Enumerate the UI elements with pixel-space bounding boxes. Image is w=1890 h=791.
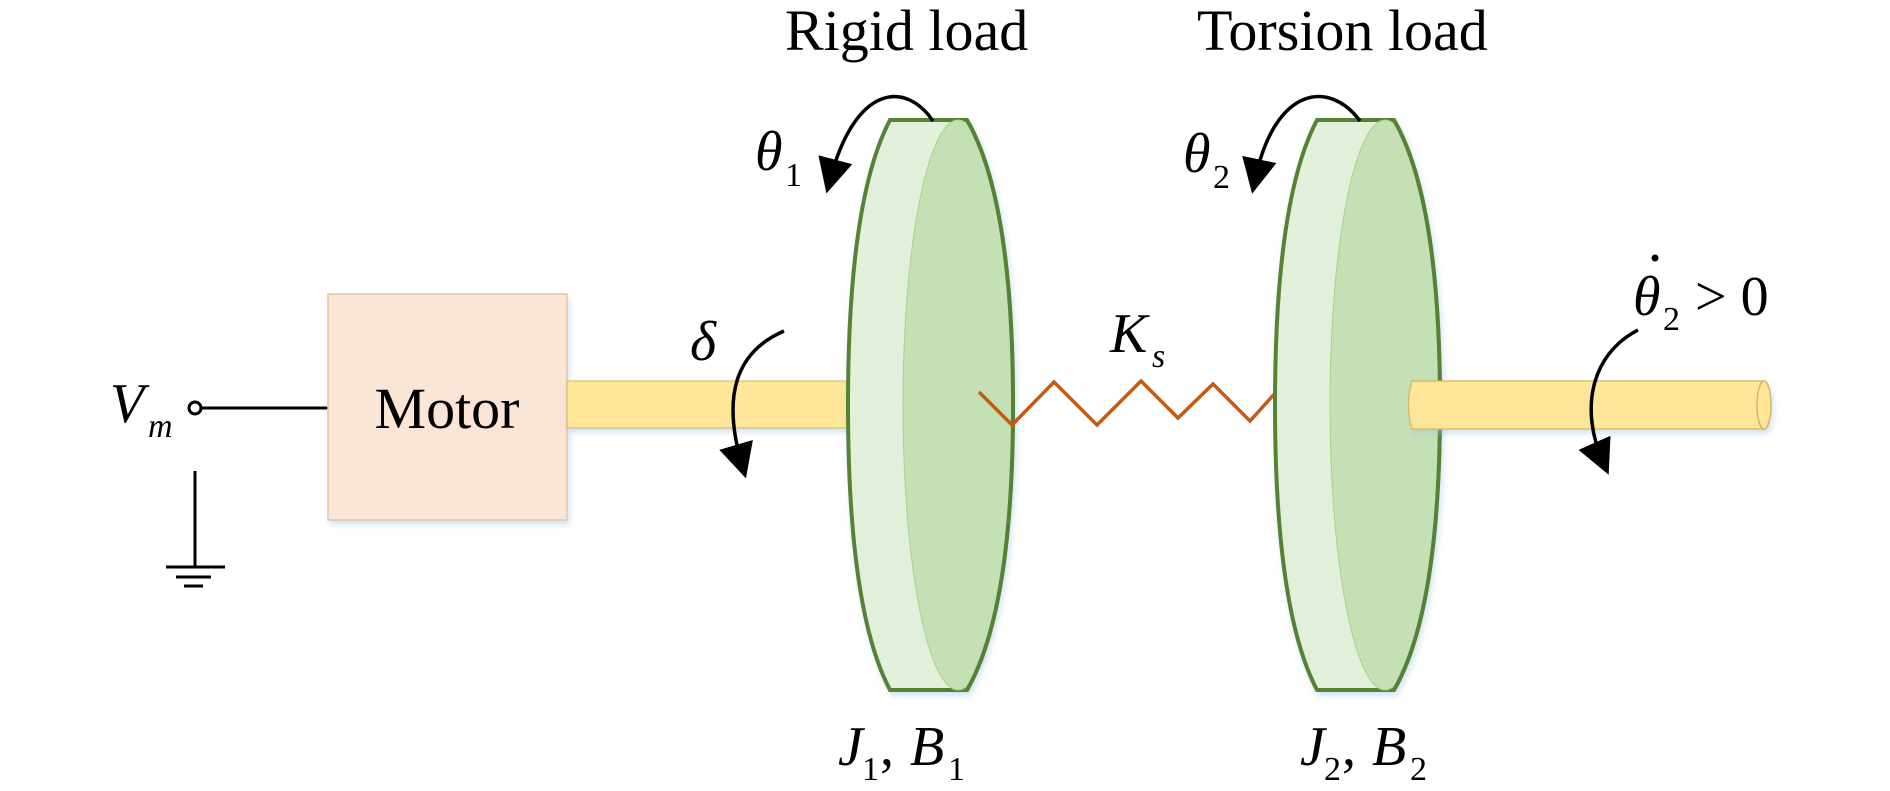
output-rotation-arrow-icon xyxy=(1578,328,1639,475)
terminal-node-icon xyxy=(187,400,203,416)
motor-shaft xyxy=(566,380,853,429)
theta2-symbol: θ xyxy=(1183,123,1211,185)
disc1-separator: , xyxy=(880,716,894,778)
b2-symbol: B xyxy=(1372,716,1406,778)
theta1-rotation-arrow-icon xyxy=(818,94,935,194)
j2-symbol: J xyxy=(1300,716,1328,778)
torsion-spring xyxy=(977,378,1280,428)
voltage-input: V m xyxy=(110,373,328,445)
theta2-rotation-arrow-icon xyxy=(1242,94,1362,194)
torsion-load-title: Torsion load xyxy=(1197,0,1488,63)
spring-subscript: s xyxy=(1152,338,1165,375)
output-shaft xyxy=(1407,380,1772,430)
delta-rotation-arrow-icon xyxy=(719,329,785,479)
j2-subscript: 2 xyxy=(1324,751,1341,788)
voltage-symbol: V xyxy=(110,373,150,435)
rigid-load-title: Rigid load xyxy=(785,0,1028,63)
dot-derivative-icon xyxy=(1651,254,1659,262)
disc1-parameters: J 1 , B 1 xyxy=(838,716,965,788)
motor-block: Motor xyxy=(327,293,568,521)
theta1-symbol: θ xyxy=(755,121,783,183)
delta-label: δ xyxy=(690,311,717,373)
speed-condition-label: θ 2 > 0 xyxy=(1633,254,1769,338)
rigid-load-disc xyxy=(845,118,1016,692)
theta1-subscript: 1 xyxy=(785,157,802,194)
j1-subscript: 1 xyxy=(862,751,879,788)
b1-subscript: 1 xyxy=(948,751,965,788)
disc2-parameters: J 2 , B 2 xyxy=(1300,716,1427,788)
b1-symbol: B xyxy=(910,716,944,778)
motor-label: Motor xyxy=(375,376,520,441)
torsion-load-disc xyxy=(1272,118,1443,692)
theta2-subscript: 2 xyxy=(1213,159,1230,196)
voltage-subscript: m xyxy=(148,408,173,445)
speed-relation: > 0 xyxy=(1695,266,1769,328)
spring-symbol: K xyxy=(1109,303,1150,365)
speed-symbol: θ xyxy=(1633,266,1661,328)
b2-subscript: 2 xyxy=(1410,751,1427,788)
disc2-separator: , xyxy=(1342,716,1356,778)
j1-symbol: J xyxy=(838,716,866,778)
ground-icon xyxy=(166,471,225,588)
speed-subscript: 2 xyxy=(1663,301,1680,338)
